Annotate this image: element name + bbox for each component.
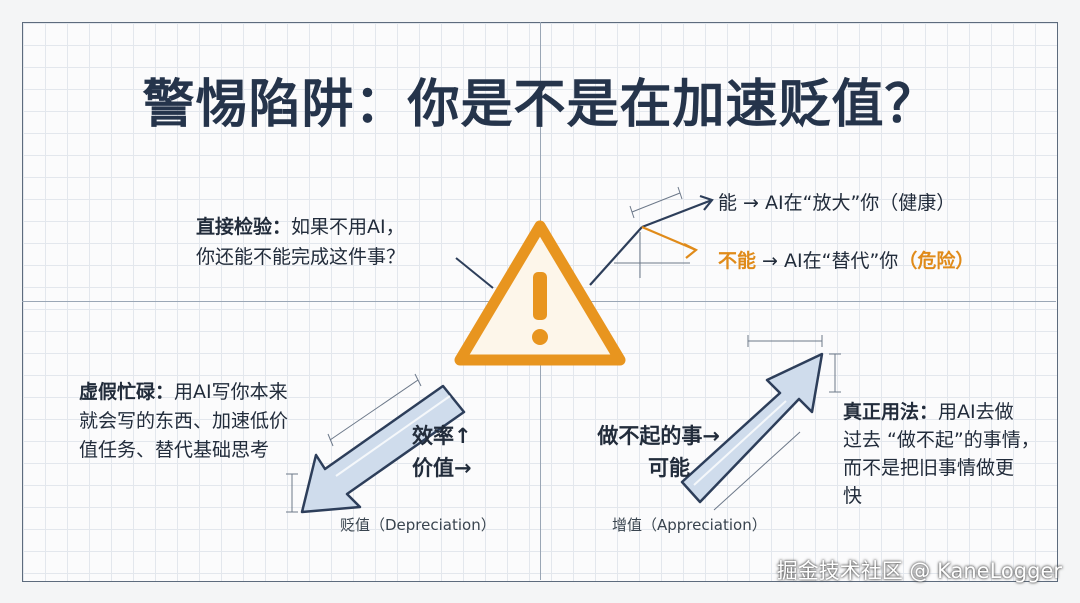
branch-no-tag: （危险）: [898, 250, 975, 272]
left-note-label: 虚假忙碌：: [79, 381, 175, 403]
left-metric-line1: 效率↑: [412, 424, 472, 448]
warning-triangle-icon: [454, 220, 626, 366]
right-caption: 增值（Appreciation）: [612, 516, 767, 534]
left-note-line1: 用AI写你本来: [174, 381, 288, 403]
right-metric-line1: 做不起的事→: [597, 424, 720, 448]
left-note: 虚假忙碌：用AI写你本来 就会写的东西、加速低价 值任务、替代基础思考: [79, 378, 288, 465]
watermark: 掘金技术社区 @ KaneLogger: [776, 559, 1062, 583]
right-note-line3: 而不是把旧事情做更: [843, 457, 1015, 479]
up-right-arrow-icon: [680, 335, 841, 511]
page-title: 警惕陷阱：你是不是在加速贬值？: [142, 75, 938, 135]
direct-test-text: 直接检验：如果不用AI， 你还能不能完成这件事？: [196, 212, 405, 272]
right-metric-line2: 可能: [648, 456, 690, 480]
right-note-label: 真正用法：: [843, 401, 939, 423]
left-metric: 效率↑ 价值→: [412, 420, 472, 484]
right-note-line1: 用AI去做: [938, 401, 1014, 423]
left-metric-line2: 价值→: [412, 456, 472, 480]
left-note-line3: 值任务、替代基础思考: [79, 439, 270, 461]
direct-test-line2: 你还能不能完成这件事？: [196, 246, 406, 268]
right-note-line2: 过去 “做不起”的事情，: [843, 429, 1040, 451]
left-caption: 贬值（Depreciation）: [340, 516, 496, 534]
branch-arrow-icon: [589, 186, 714, 286]
down-left-arrow-icon: [286, 373, 466, 514]
branch-yes-text: 能 → AI在“放大”你（健康）: [718, 192, 956, 214]
branch-no: 不能 → AI在“替代”你（危险）: [718, 246, 974, 276]
branch-no-label: 不能: [718, 250, 757, 272]
direct-test-line1: 如果不用AI，: [291, 216, 405, 238]
right-note: 真正用法：用AI去做 过去 “做不起”的事情， 而不是把旧事情做更 快: [843, 398, 1040, 510]
question-pointer-line: [455, 257, 494, 289]
left-note-line2: 就会写的东西、加速低价: [79, 410, 289, 432]
right-note-line4: 快: [843, 485, 863, 507]
right-metric: 做不起的事→ 可能: [574, 420, 720, 484]
branch-no-text: → AI在“替代”你: [756, 250, 899, 272]
branch-yes: 能 → AI在“放大”你（健康）: [718, 188, 955, 218]
direct-test-label: 直接检验：: [196, 216, 292, 238]
